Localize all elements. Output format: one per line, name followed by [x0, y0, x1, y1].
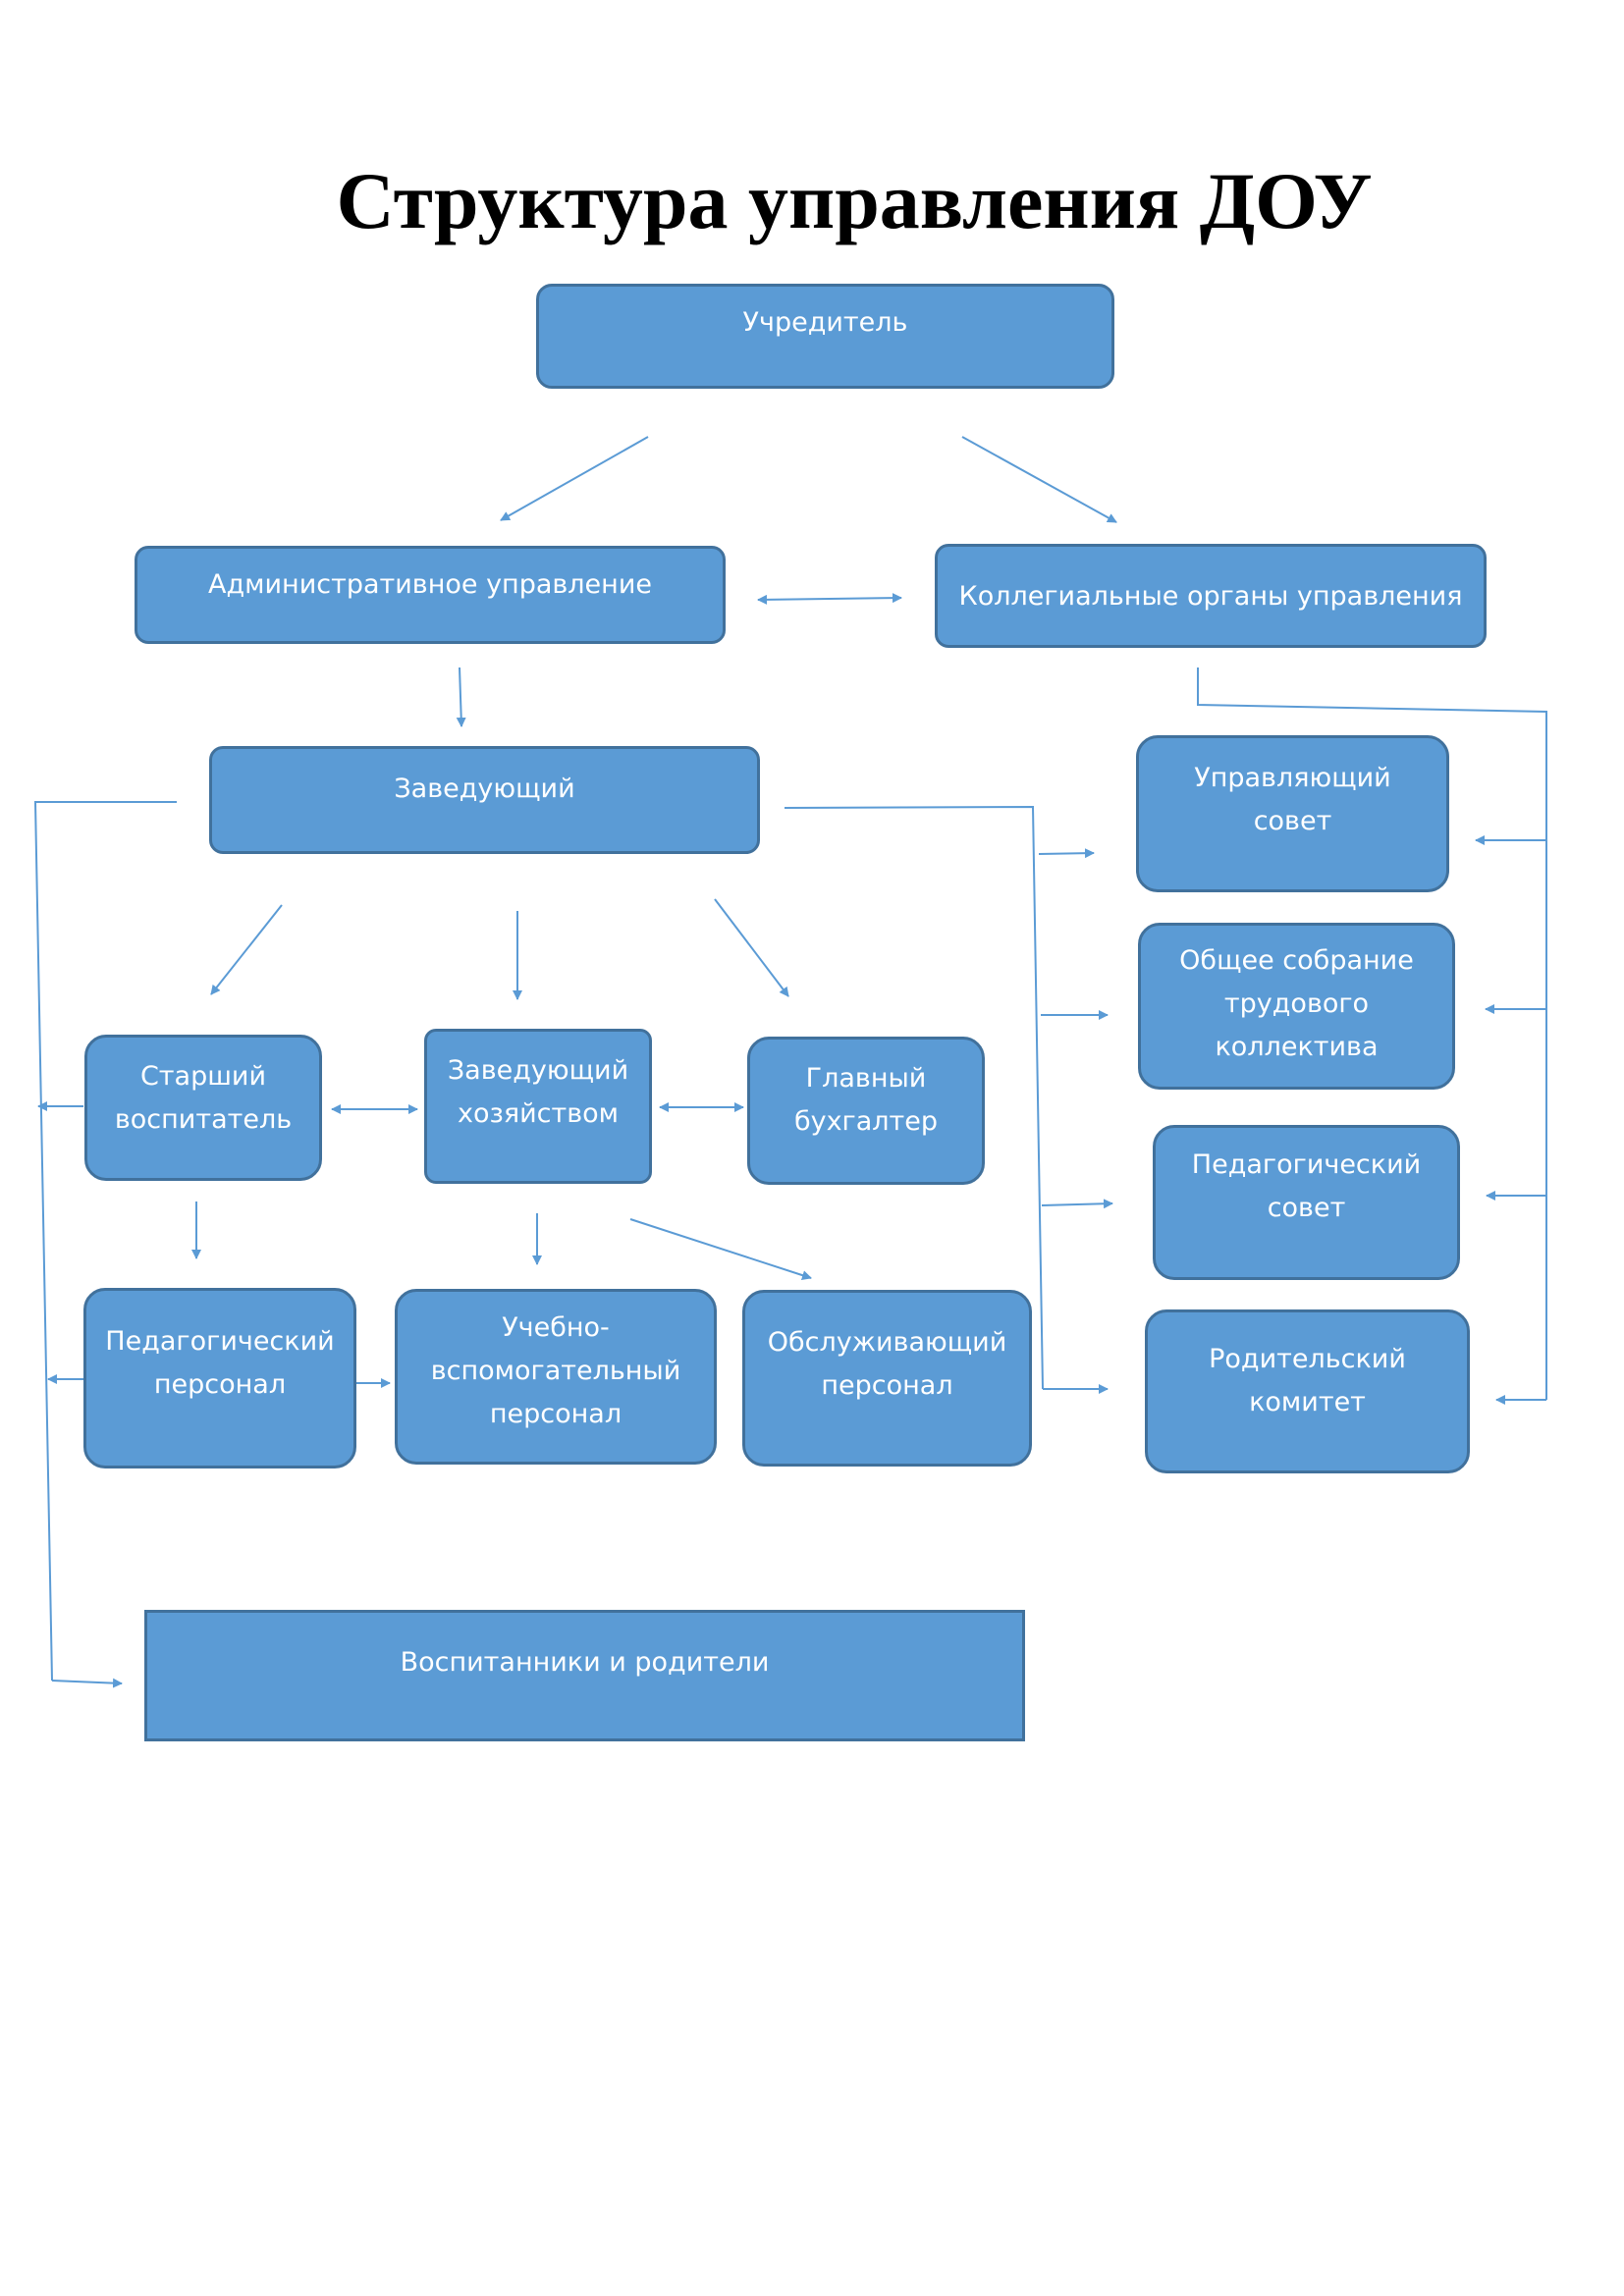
arrow-head-to-senior — [210, 904, 283, 995]
node-admin-management-label: Административное управление — [208, 569, 652, 600]
node-facilities-manager-label: Заведующий хозяйством — [447, 1055, 629, 1129]
node-teaching-staff: Педагогический персонал — [83, 1288, 356, 1468]
node-governing-council-label: Управляющий совет — [1194, 763, 1391, 836]
node-chief-accountant: Главный бухгалтер — [747, 1037, 985, 1185]
arrow-head-to-pedagogical — [1041, 1199, 1113, 1209]
node-pedagogical-council-label: Педагогический совет — [1191, 1149, 1422, 1223]
node-chief-accountant-label: Главный бухгалтер — [793, 1063, 939, 1137]
node-parents-committee: Родительский комитет — [1145, 1309, 1470, 1473]
node-founder-label: Учредитель — [742, 307, 908, 338]
node-admin-management: Административное управление — [135, 546, 726, 644]
arrow-admin-collegial — [757, 593, 902, 605]
node-teaching-staff-label: Педагогический персонал — [105, 1326, 335, 1400]
node-governing-council: Управляющий совет — [1136, 735, 1449, 892]
arrow-admin-to-head — [456, 667, 466, 727]
arrow-founder-to-admin — [500, 436, 649, 521]
arrow-founder-to-collegial — [961, 436, 1117, 523]
node-founder: Учредитель — [536, 284, 1114, 389]
node-collegial-bodies: Коллегиальные органы управления — [935, 544, 1487, 648]
line-left-bus — [33, 801, 177, 1682]
node-support-staff-label: Учебно- вспомогательный персонал — [430, 1312, 681, 1429]
arrow-head-to-governing — [1038, 848, 1095, 859]
node-general-meeting: Общее собрание трудового коллектива — [1138, 923, 1455, 1090]
line-collegial-bus — [1197, 667, 1547, 1400]
node-support-staff: Учебно- вспомогательный персонал — [395, 1289, 717, 1465]
node-service-staff: Обслуживающий персонал — [742, 1290, 1032, 1467]
node-collegial-bodies-label: Коллегиальные органы управления — [958, 581, 1463, 612]
node-senior-educator-label: Старший воспитатель — [114, 1061, 293, 1135]
page-title: Структура управления ДОУ — [336, 156, 1373, 245]
node-service-staff-label: Обслуживающий персонал — [767, 1327, 1007, 1401]
node-pupils-parents: Воспитанники и родители — [144, 1610, 1025, 1741]
arrow-facilities-to-service — [629, 1218, 812, 1280]
node-senior-educator: Старший воспитатель — [84, 1035, 322, 1181]
line-head-to-councils — [784, 805, 1044, 1390]
node-pupils-parents-label: Воспитанники и родители — [400, 1647, 770, 1678]
arrow-bus-to-pupils — [51, 1678, 123, 1688]
node-head: Заведующий — [209, 746, 760, 854]
node-facilities-manager: Заведующий хозяйством — [424, 1029, 652, 1184]
node-general-meeting-label: Общее собрание трудового коллектива — [1179, 945, 1414, 1062]
arrow-head-to-accountant — [714, 898, 789, 997]
node-parents-committee-label: Родительский комитет — [1209, 1344, 1406, 1417]
node-head-label: Заведующий — [394, 774, 575, 804]
node-pedagogical-council: Педагогический совет — [1153, 1125, 1460, 1280]
